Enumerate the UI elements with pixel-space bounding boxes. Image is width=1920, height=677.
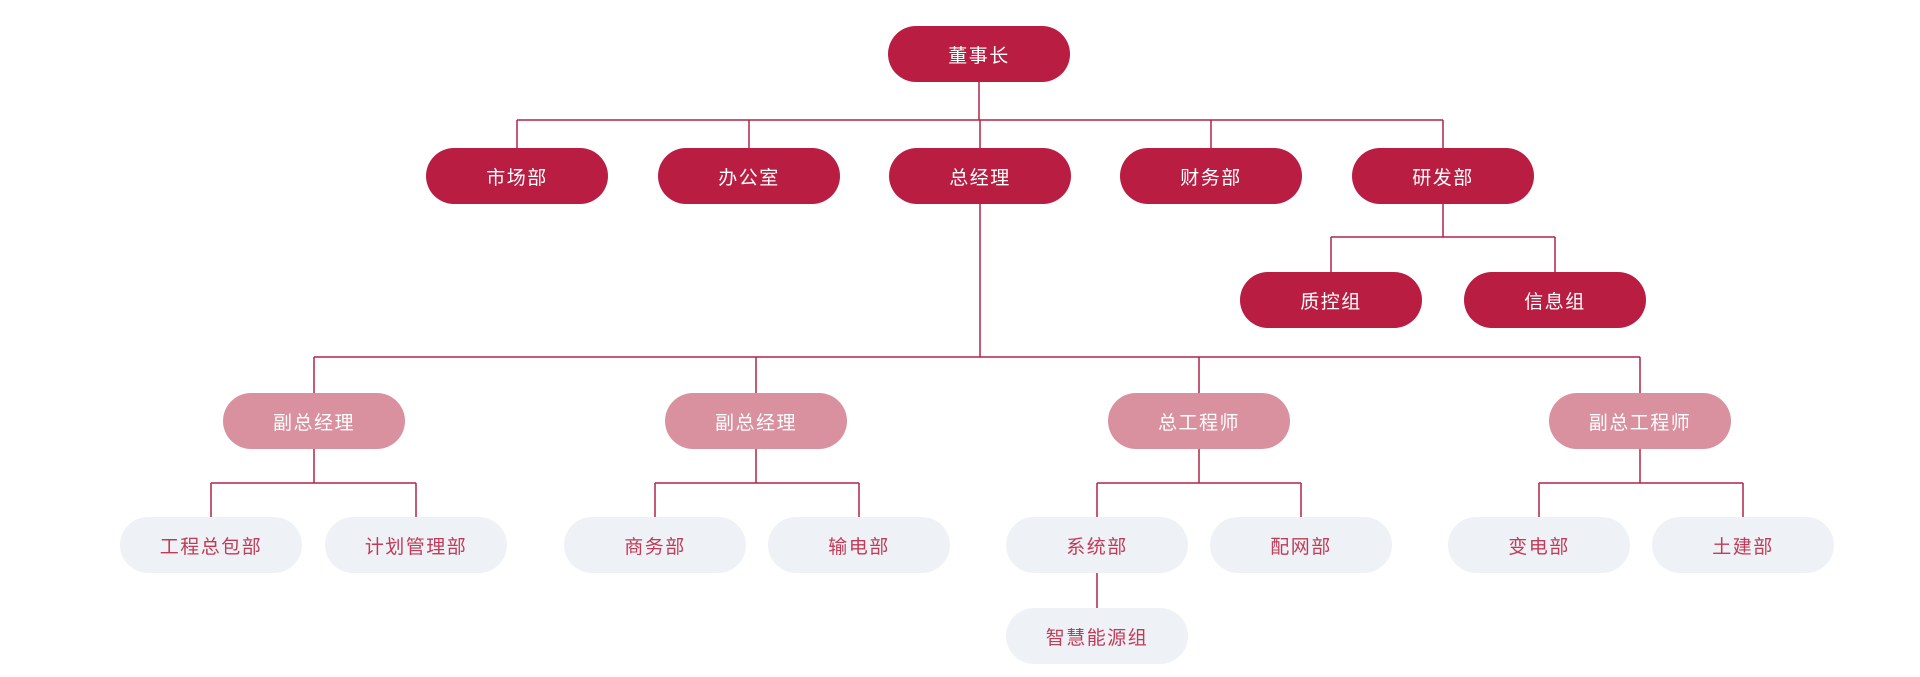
org-node-label: 总经理 [949, 166, 1011, 189]
org-node-civil: 土建部 [1652, 517, 1834, 573]
org-node-commerce: 商务部 [564, 517, 746, 573]
org-node-label: 商务部 [624, 535, 686, 558]
org-node-label: 办公室 [718, 166, 780, 189]
org-node-office: 办公室 [658, 148, 840, 204]
org-node-marketing: 市场部 [426, 148, 608, 204]
org-node-transmission: 输电部 [768, 517, 950, 573]
org-node-label: 土建部 [1712, 535, 1774, 558]
org-node-label: 系统部 [1066, 535, 1128, 558]
org-node-label: 副总经理 [714, 411, 797, 434]
org-node-label: 配网部 [1270, 535, 1332, 558]
org-node-label: 副总工程师 [1588, 411, 1692, 434]
org-node-dgm1: 副总经理 [223, 393, 405, 449]
org-node-label: 工程总包部 [159, 535, 263, 558]
org-node-label: 董事长 [948, 44, 1010, 67]
org-node-label: 输电部 [828, 535, 890, 558]
org-node-label: 计划管理部 [364, 535, 468, 558]
org-node-qc: 质控组 [1240, 272, 1422, 328]
org-node-info: 信息组 [1464, 272, 1646, 328]
org-node-chairman: 董事长 [888, 26, 1070, 82]
org-node-smartenergy: 智慧能源组 [1006, 608, 1188, 664]
org-node-chiefeng: 总工程师 [1108, 393, 1290, 449]
org-node-label: 总工程师 [1157, 411, 1240, 434]
org-node-label: 智慧能源组 [1045, 626, 1149, 649]
org-node-label: 市场部 [486, 166, 548, 189]
org-node-label: 研发部 [1412, 166, 1474, 189]
org-node-dchiefeng: 副总工程师 [1549, 393, 1731, 449]
org-node-finance: 财务部 [1120, 148, 1302, 204]
org-node-label: 变电部 [1508, 535, 1570, 558]
org-node-substation: 变电部 [1448, 517, 1630, 573]
org-node-epc: 工程总包部 [120, 517, 302, 573]
org-node-distribution: 配网部 [1210, 517, 1392, 573]
org-node-gm: 总经理 [889, 148, 1071, 204]
org-node-label: 质控组 [1300, 290, 1362, 313]
org-node-rnd: 研发部 [1352, 148, 1534, 204]
org-node-dgm2: 副总经理 [665, 393, 847, 449]
org-node-label: 副总经理 [272, 411, 355, 434]
org-node-label: 信息组 [1524, 290, 1586, 313]
org-node-planning: 计划管理部 [325, 517, 507, 573]
org-node-label: 财务部 [1180, 166, 1242, 189]
org-node-system: 系统部 [1006, 517, 1188, 573]
